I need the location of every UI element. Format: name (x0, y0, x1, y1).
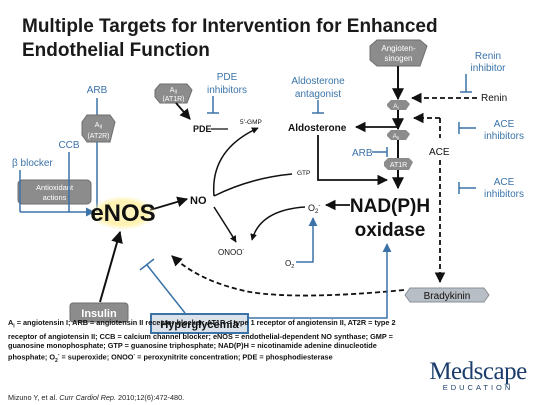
arrow-a2-at1r-to-pde (175, 102, 191, 120)
arb-left-label: ARB (87, 85, 108, 96)
peroxynitrite-label: ONOO- (218, 247, 244, 257)
renin-inhibitor-line2: inhibitor (470, 63, 506, 74)
aldosterone-label: Aldosterone (288, 123, 347, 134)
antioxidant-line2: actions (43, 193, 67, 202)
arrow-hyperglycemia-to-nadph (248, 243, 392, 319)
angiotensinogen-label-2: sinogen (384, 54, 412, 63)
a2-at1r-label-1: AII (170, 87, 177, 96)
brand-name: Medscape (429, 358, 527, 385)
beta-blocker-label: β blocker (12, 158, 53, 169)
citation-authors: Mizuno Y, et al. (8, 393, 60, 402)
at1r-label: AT1R (390, 162, 407, 169)
ace-label: ACE (429, 147, 450, 158)
enos-glow (90, 196, 156, 230)
brand-sub: EDUCATION (442, 383, 514, 392)
ace-inhibitors-bottom-line2: inhibitors (484, 189, 524, 200)
citation-journal: Curr Cardiol Rep. (59, 393, 117, 402)
footnote-line2: receptor of angiotensin II; CCB = calciu… (8, 331, 393, 341)
no-label: NO (190, 195, 207, 207)
antioxidant-box (17, 179, 92, 205)
aldosterone-antagonist-line1: Aldosterone (291, 76, 345, 87)
ace-inhibitors-bottom-line1: ACE (494, 177, 515, 188)
hyperglycemia-inhibit-line (146, 264, 186, 314)
antioxidant-line1: Antioxidant (36, 183, 74, 192)
citation: Mizuno Y, et al. Curr Cardiol Rep. 2010;… (8, 393, 184, 402)
enos-label: eNOS (90, 200, 155, 227)
a2-at1r-label-2: (AT1R) (162, 96, 184, 103)
at1r-box (384, 158, 413, 170)
oxygen-label: O2 (285, 259, 294, 270)
angiotensinogen-label-1: Angioten- (381, 44, 416, 53)
a2-at2r-label-1: AII (95, 122, 102, 131)
pde-inhibitors-line2: inhibitors (207, 85, 247, 96)
aldosterone-antagonist-line2: antagonist (295, 89, 341, 100)
arrow-insulin-to-enos (99, 230, 123, 303)
gmp-label: 5'-GMP (240, 119, 262, 126)
hyperglycemia-box (150, 313, 249, 334)
arrow-superoxide-to-peroxynitrite (250, 206, 306, 241)
nadph-line1: NAD(P)H (350, 196, 430, 217)
bradykinin-box (404, 287, 490, 303)
a2-at2r-label-2: (AT2R) (87, 133, 109, 140)
a2-at1r-box (154, 83, 193, 104)
medscape-logo: Medscape EDUCATION (419, 358, 537, 392)
nadph-line2: oxidase (355, 220, 426, 241)
title-line2: Endothelial Function (22, 40, 210, 61)
renin-inhibitor-line1: Renin (475, 51, 501, 62)
footnote: AI = angiotensin I; ARB = angiotensin II… (8, 318, 403, 366)
citation-details: 2010;12(6):472-480. (116, 393, 185, 402)
angiotensinogen-box (369, 39, 428, 67)
cycle-no-to-gmp (212, 127, 259, 197)
footnote-line3: guanosine monophosphate; GTP = guanosine… (8, 341, 377, 351)
a1-label: AI (393, 103, 399, 111)
insulin-label: Insulin (81, 308, 117, 320)
a2-box (387, 130, 410, 140)
hyperglycemia-inhibit-bar (139, 258, 155, 271)
arrow-bradykinin-to-enos (171, 255, 405, 297)
arrow-aldosterone-to-nadph (317, 135, 389, 186)
ccb-label: CCB (58, 140, 79, 151)
arrow-oxygen-to-superoxide (296, 217, 318, 263)
a2-at2r-box (81, 114, 116, 143)
a1-box (387, 100, 410, 110)
bradykinin-label: Bradykinin (424, 291, 471, 302)
cycle-gtp-to-no (213, 173, 293, 197)
insulin-box (69, 302, 129, 323)
arrow-no-to-peroxynitrite (213, 206, 237, 243)
superoxide-label: O2- (308, 203, 320, 215)
pde-inhibitors-line1: PDE (217, 72, 238, 83)
a2-label: AII (393, 133, 400, 141)
ace-inhibitors-top-line1: ACE (494, 119, 515, 130)
footnote-line4: phosphate; O2- = superoxide; ONOO- = per… (8, 351, 333, 364)
ace-inhibitors-top-line2: inhibitors (484, 131, 524, 142)
gtp-label: GTP (297, 170, 310, 177)
title-line1: Multiple Targets for Intervention for En… (22, 16, 438, 37)
arrow-enos-to-no (149, 196, 189, 211)
arb-right-label: ARB (352, 148, 373, 159)
footnote-line1: AI = angiotensin I; ARB = angiotensin II… (8, 318, 396, 330)
renin-label: Renin (481, 93, 507, 104)
pde-label: PDE (193, 124, 212, 134)
hyperglycemia-label: Hyperglycemia (160, 319, 239, 331)
